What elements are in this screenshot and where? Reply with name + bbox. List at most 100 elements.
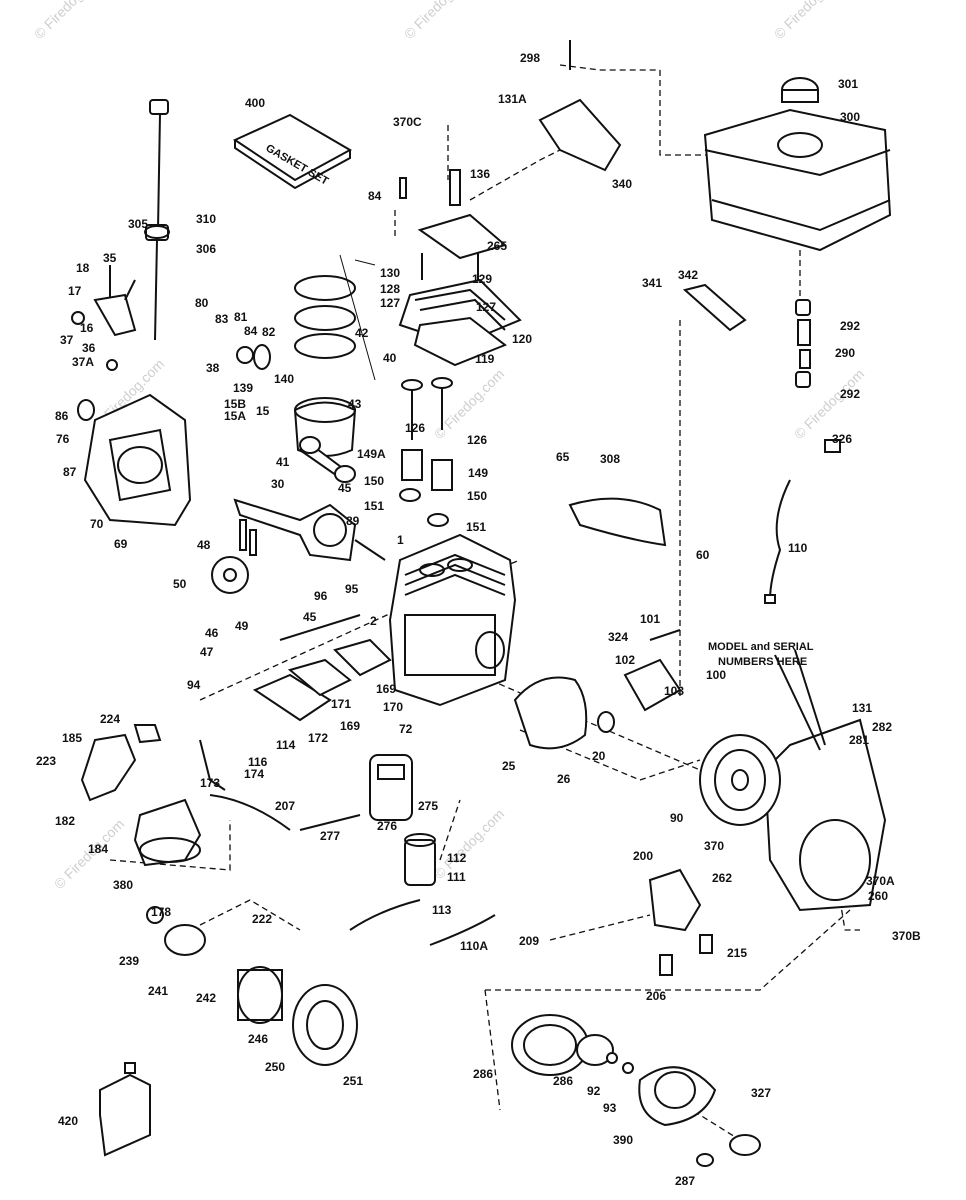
part-callout-label: 47 — [200, 645, 214, 659]
part-callout-label: 119 — [475, 352, 495, 366]
part-callout-label: 37A — [72, 355, 94, 369]
callout-labels: 298131A370C13634030130040084265310305306… — [36, 51, 921, 1188]
part-callout-label: 40 — [383, 351, 397, 365]
part-callout-label: 35 — [103, 251, 117, 265]
watermark: © Firedog.com — [31, 0, 107, 42]
part-callout-label: 298 — [520, 51, 540, 65]
part-callout-label: 380 — [113, 878, 133, 892]
part-callout-label: 340 — [612, 177, 632, 191]
part-callout-label: 246 — [248, 1032, 268, 1046]
part-callout-label: 38 — [206, 361, 220, 375]
parts: GASKET SET — [71, 40, 892, 1167]
part-callout-label: 20 — [592, 749, 606, 763]
part-callout-label: 42 — [355, 326, 369, 340]
part-callout-label: 82 — [262, 325, 276, 339]
part-callout-label: 265 — [487, 239, 507, 253]
part-callout-label: 129 — [472, 272, 492, 286]
engine-block-part — [388, 533, 517, 707]
part-callout-label: 282 — [872, 720, 892, 734]
part-callout-label: 277 — [320, 829, 340, 843]
part-callout-label: 150 — [467, 489, 487, 503]
part-callout-label: 290 — [835, 346, 855, 360]
part-callout-label: 84 — [368, 189, 382, 203]
part-callout-label: 173 — [200, 776, 220, 790]
watermark: © Firedog.com — [401, 0, 477, 42]
part-callout-label: 150 — [364, 474, 384, 488]
part-callout-label: 171 — [331, 697, 351, 711]
part-callout-label: 301 — [838, 77, 858, 91]
part-callout-label: 308 — [600, 452, 620, 466]
part-callout-label: 184 — [88, 842, 108, 856]
part-callout-label: 174 — [244, 767, 264, 781]
part-callout-label: 275 — [418, 799, 438, 813]
part-callout-label: 81 — [234, 310, 248, 324]
part-callout-label: 400 — [245, 96, 265, 110]
part-callout-label: 370B — [892, 929, 921, 943]
part-callout-label: 139 — [233, 381, 253, 395]
piston-part — [236, 344, 357, 457]
part-callout-label: 126 — [405, 421, 425, 435]
part-callout-label: 112 — [447, 851, 467, 865]
part-callout-label: 84 — [244, 324, 258, 338]
part-callout-label: 130 — [380, 266, 400, 280]
part-callout-label: 251 — [343, 1074, 363, 1088]
part-callout-label: 149 — [468, 466, 488, 480]
part-callout-label: 131 — [852, 701, 872, 715]
part-callout-label: 127 — [476, 300, 496, 314]
part-callout-label: 83 — [215, 312, 229, 326]
part-callout-label: 70 — [90, 517, 104, 531]
part-callout-label: 136 — [470, 167, 490, 181]
connecting-rod-part — [298, 436, 356, 483]
governor-linkage-part — [71, 265, 137, 371]
piston-rings-part — [294, 254, 376, 381]
part-callout-label: 116 — [248, 755, 268, 769]
note-line-1: MODEL and SERIAL — [708, 641, 814, 653]
part-callout-label: 342 — [678, 268, 698, 282]
bearing-plate-part — [513, 676, 615, 750]
part-callout-label: 286 — [473, 1067, 493, 1081]
part-callout-label: 207 — [275, 799, 295, 813]
part-callout-label: 287 — [675, 1174, 695, 1188]
ignition-module-part — [623, 629, 682, 712]
part-callout-label: 276 — [377, 819, 397, 833]
part-callout-label: 69 — [114, 537, 128, 551]
flywheel-part — [699, 734, 781, 826]
part-callout-label: 25 — [502, 759, 516, 773]
part-callout-label: 92 — [587, 1084, 601, 1098]
part-callout-label: 2 — [370, 614, 377, 628]
part-callout-label: 242 — [196, 991, 216, 1005]
part-callout-label: 89 — [346, 514, 360, 528]
valves-part — [399, 377, 453, 527]
part-callout-label: 172 — [308, 731, 328, 745]
part-callout-label: 37 — [60, 333, 74, 347]
part-callout-label: 260 — [868, 889, 888, 903]
part-callout-label: 151 — [364, 499, 384, 513]
part-callout-label: 72 — [399, 722, 413, 736]
part-callout-label: 48 — [197, 538, 211, 552]
ground-wire-part — [764, 439, 841, 604]
watermark: © Firedog.com — [771, 0, 847, 42]
part-callout-label: 200 — [633, 849, 653, 863]
part-callout-label: 169 — [376, 682, 396, 696]
part-callout-label: 102 — [615, 653, 635, 667]
part-callout-label: 43 — [348, 397, 362, 411]
model-serial-note: MODEL and SERIAL NUMBERS HERE — [708, 641, 814, 668]
part-callout-label: 41 — [276, 455, 290, 469]
control-bracket-part — [648, 868, 713, 976]
part-callout-label: 90 — [670, 811, 684, 825]
part-callout-label: 15 — [256, 404, 270, 418]
part-callout-label: 113 — [432, 903, 452, 917]
muffler-part — [299, 754, 413, 831]
carburetor-part — [80, 724, 202, 867]
part-callout-label: 185 — [62, 731, 82, 745]
baffle-part — [568, 283, 747, 547]
part-callout-label: 241 — [148, 984, 168, 998]
part-callout-label: 128 — [380, 282, 400, 296]
part-callout-label: 110A — [460, 939, 488, 953]
part-callout-label: 94 — [187, 678, 201, 692]
part-callout-label: 149A — [357, 447, 386, 461]
cylinder-head-part — [398, 169, 522, 367]
part-callout-label: 26 — [557, 772, 571, 786]
crankcase-cover-part — [77, 393, 192, 527]
part-callout-label: 120 — [512, 332, 532, 346]
